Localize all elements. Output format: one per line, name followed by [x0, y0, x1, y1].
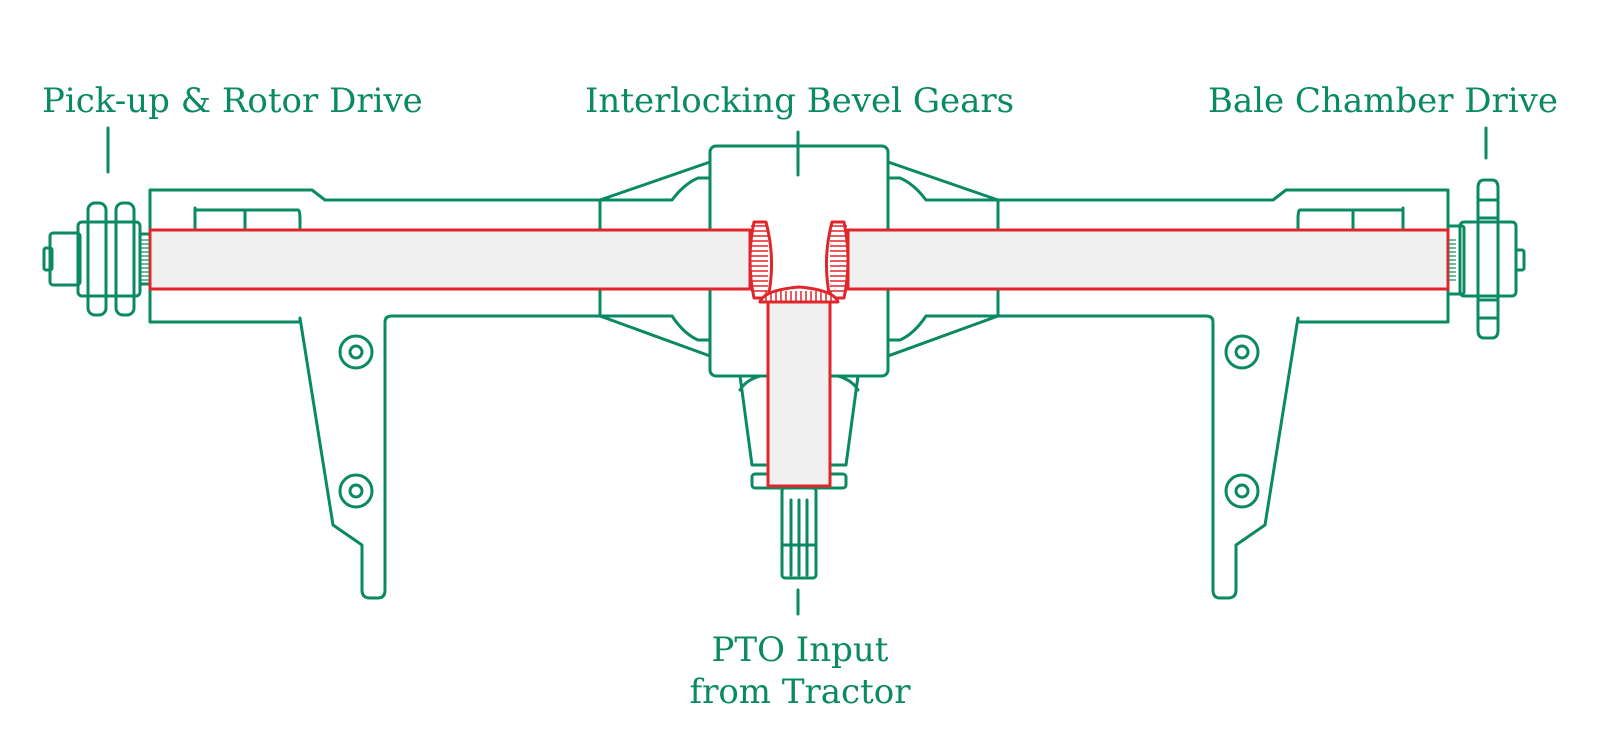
bevel-gears: [748, 220, 850, 304]
label-pto-input: PTO Input from Tractor: [600, 629, 1000, 713]
right-flange: [1446, 178, 1526, 340]
right-housing: [996, 188, 1450, 600]
pto-input-shaft: [766, 298, 832, 488]
label-pto-input-line2: from Tractor: [689, 672, 911, 712]
label-interlocking-bevel-gears: Interlocking Bevel Gears: [585, 81, 1015, 121]
main-shaft: [148, 228, 1450, 291]
label-pto-input-line1: PTO Input: [711, 630, 889, 670]
left-housing: [148, 188, 602, 600]
label-bale-chamber-drive: Bale Chamber Drive: [1207, 81, 1558, 121]
left-flange: [42, 201, 154, 317]
shaft-spline-marks: [140, 239, 1456, 281]
pto-spline-stub: [780, 486, 818, 580]
label-pickup-rotor-drive: Pick-up & Rotor Drive: [42, 81, 423, 121]
leader-lines: [106, 126, 1488, 616]
